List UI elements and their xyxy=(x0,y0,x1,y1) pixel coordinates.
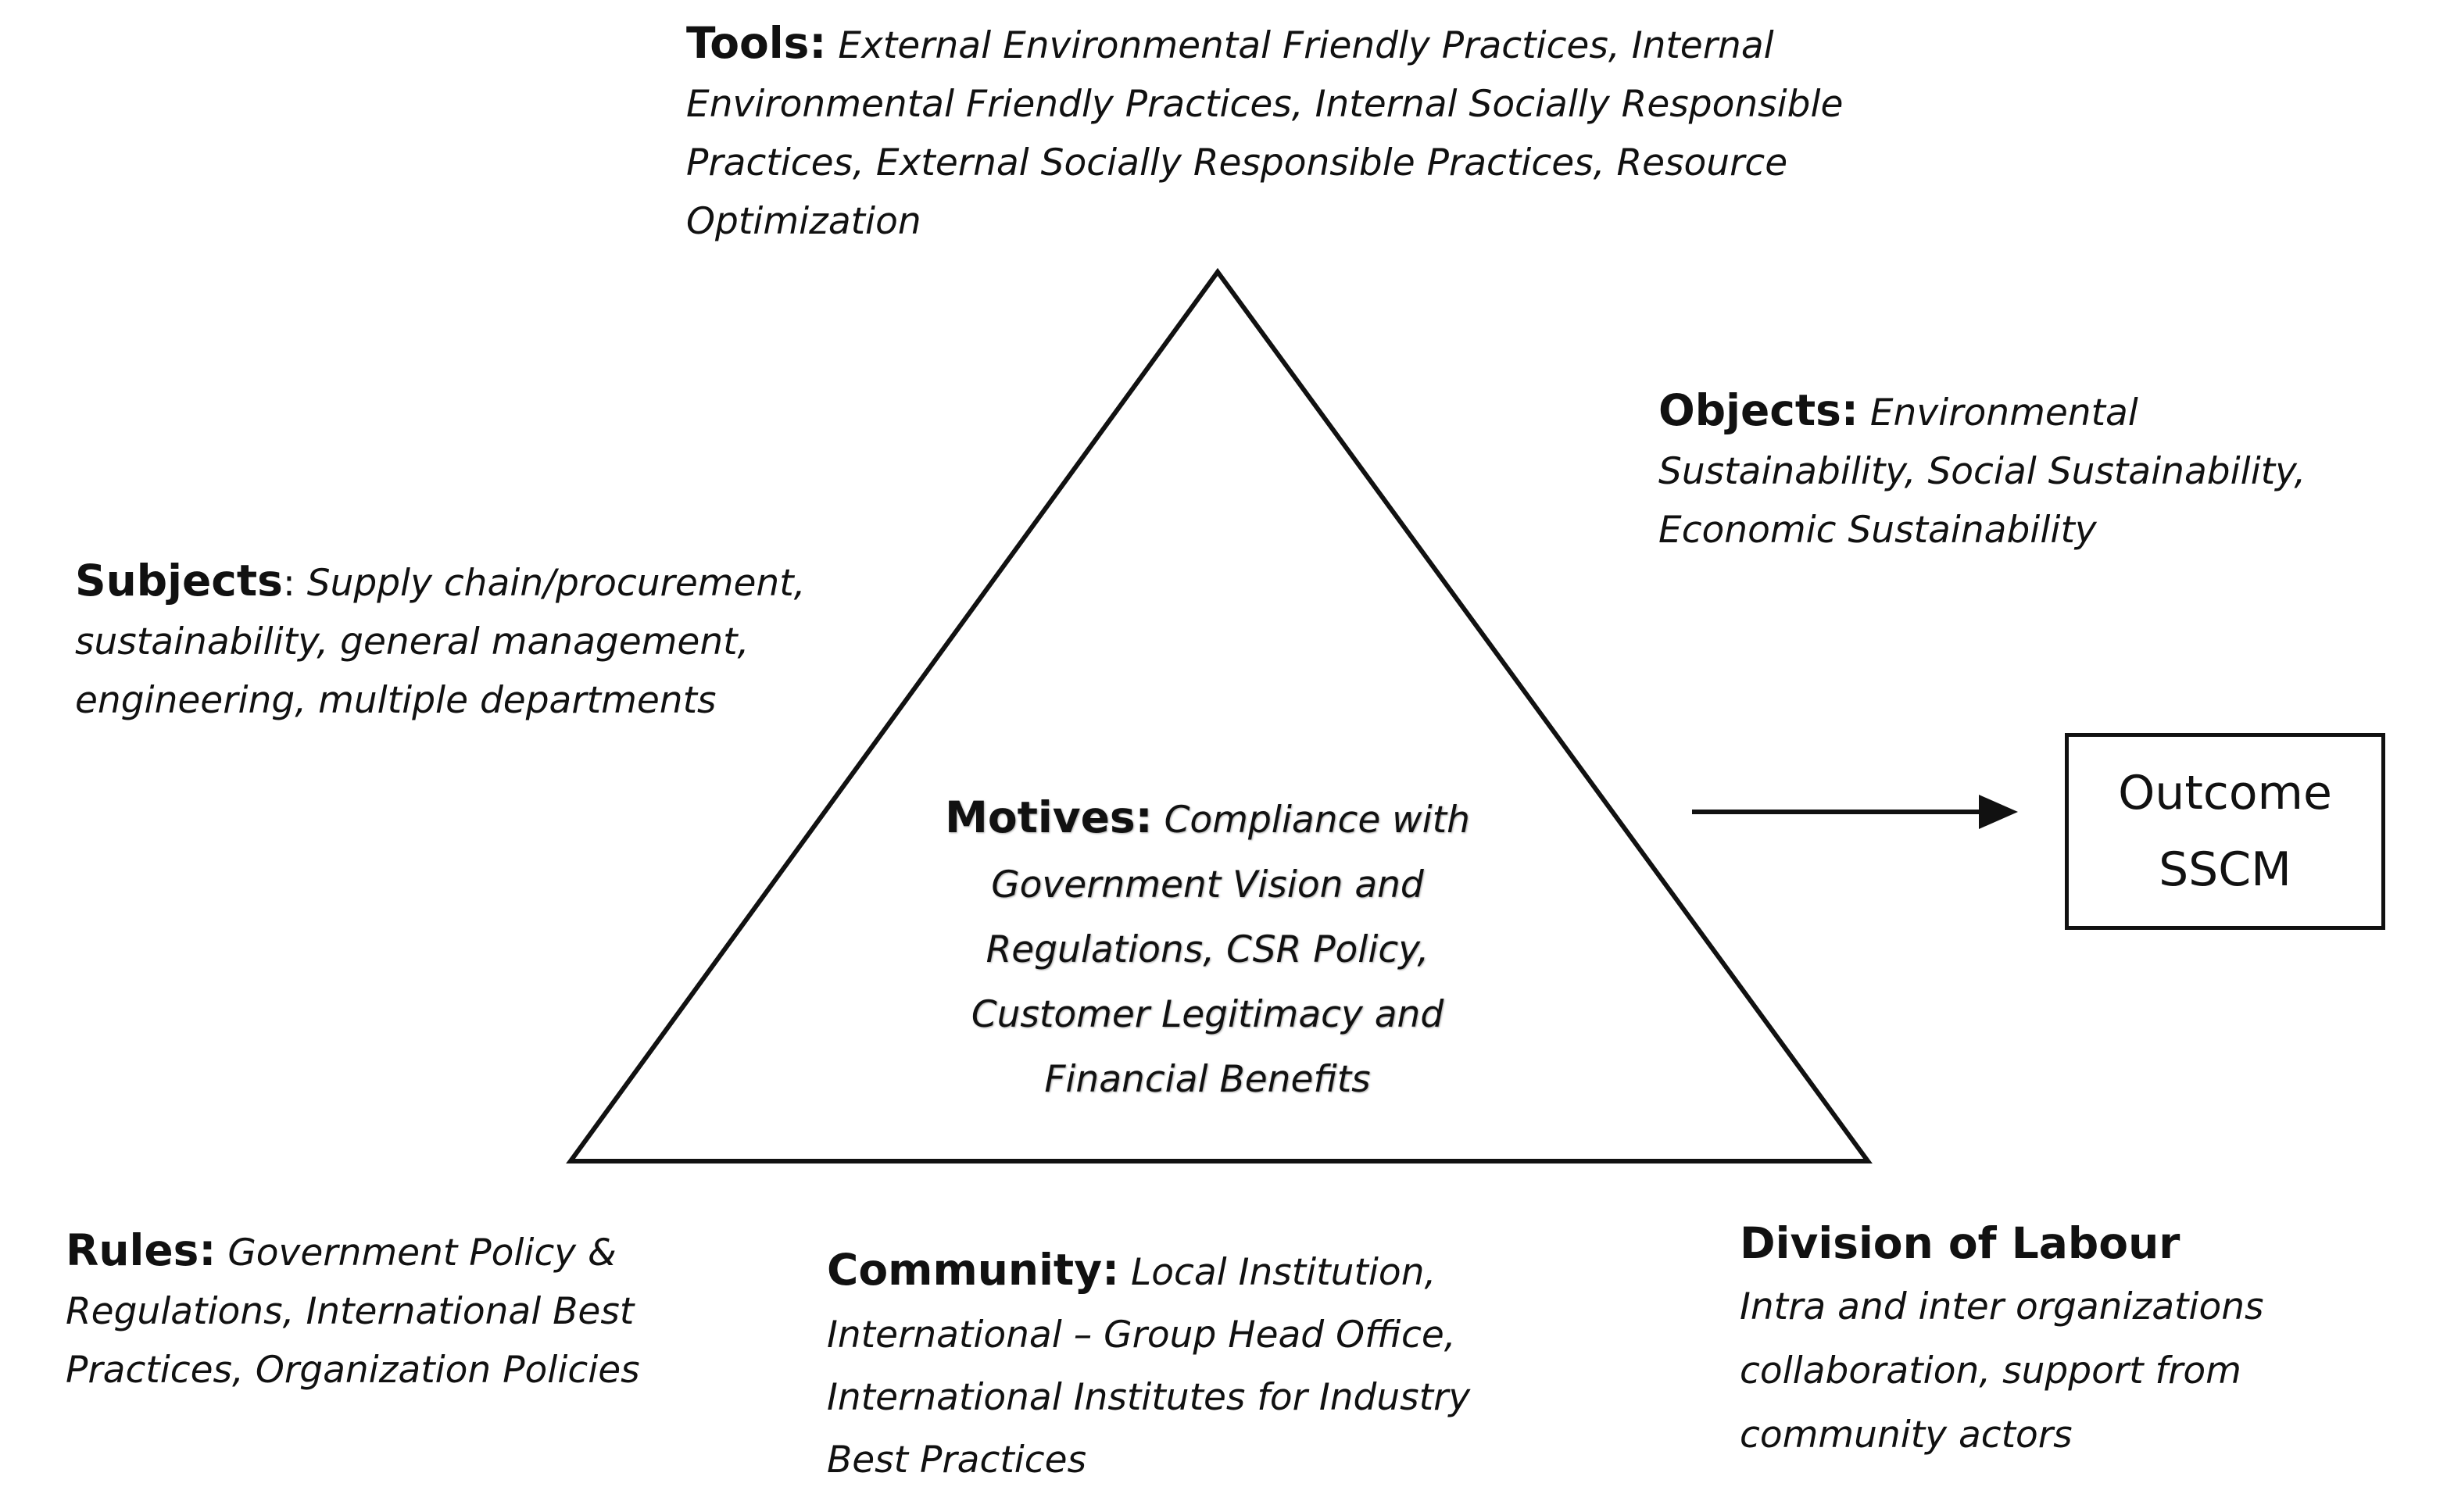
subjects-separator: : xyxy=(282,562,295,605)
division-of-labour-description: Intra and inter organizations collaborat… xyxy=(1740,1285,2264,1457)
objects-description: Environmental Sustainability, Social Sus… xyxy=(1658,391,2306,552)
subjects-label: Subjects xyxy=(75,556,283,606)
division-of-labour-text: Division of Labour Intra and inter organ… xyxy=(1740,1211,2349,1467)
rules-label: Rules: xyxy=(66,1225,216,1275)
rules-description: Government Policy & Regulations, Interna… xyxy=(66,1231,640,1392)
objects-label: Objects: xyxy=(1658,385,1859,435)
tools-label: Tools: xyxy=(686,18,827,68)
objects-text: Objects: Environmental Sustainability, S… xyxy=(1658,381,2346,559)
outcome-label: Outcome xyxy=(2118,766,2332,820)
rules-text: Rules: Government Policy & Regulations, … xyxy=(66,1221,738,1399)
outcome-sscm-label: SSCM xyxy=(2159,842,2291,897)
tools-description: External Environmental Friendly Practice… xyxy=(686,24,1844,243)
subjects-description: Supply chain/procurement, sustainability… xyxy=(75,562,806,722)
outcome-box: Outcome SSCM xyxy=(2065,733,2385,930)
division-of-labour-label: Division of Labour xyxy=(1740,1218,2180,1268)
motives-description: Compliance with Government Vision and Re… xyxy=(971,799,1470,1101)
motives-label: Motives: xyxy=(945,792,1153,842)
motives-text: Motives: Compliance with Government Visi… xyxy=(934,785,1481,1112)
community-text: Community: Local Institution, Internatio… xyxy=(827,1239,1530,1492)
community-label: Community: xyxy=(827,1245,1120,1295)
subjects-text: Subjects: Supply chain/procurement, sust… xyxy=(75,552,825,730)
tools-text: Tools: External Environmental Friendly P… xyxy=(686,14,1905,251)
activity-triangle xyxy=(566,267,1873,1163)
outcome-arrow-head xyxy=(1979,795,2018,829)
community-description: Local Institution, International – Group… xyxy=(827,1251,1471,1482)
